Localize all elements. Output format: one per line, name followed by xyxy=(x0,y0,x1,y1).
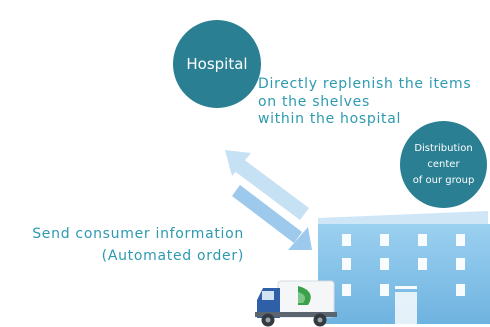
replenish-caption: Directly replenish the items on the shel… xyxy=(258,76,471,129)
hospital-label: Hospital xyxy=(186,55,248,73)
replenish-line-3: within the hospital xyxy=(258,111,402,127)
replenish-line-2: on the shelves xyxy=(258,93,370,110)
building-icon xyxy=(318,211,490,324)
consumer-line-1: Send consumer information xyxy=(32,226,244,242)
distribution-center-line-1: Distribution xyxy=(414,142,473,154)
hospital-node: Hospital xyxy=(173,20,261,108)
logo-icon xyxy=(298,286,311,305)
consumer-caption: Send consumer information (Automated ord… xyxy=(32,224,244,267)
consumer-line-2: (Automated order) xyxy=(101,247,244,264)
truck-icon xyxy=(255,280,337,327)
arrow-down-right-icon xyxy=(232,185,312,250)
distribution-center-line-2: center xyxy=(427,158,460,170)
arrow-up-left-icon xyxy=(225,150,309,220)
distribution-center-node: Distribution center of our group xyxy=(400,121,487,208)
distribution-center-line-3: of our group xyxy=(412,174,475,186)
replenish-line-1: Directly replenish the items xyxy=(258,76,472,92)
